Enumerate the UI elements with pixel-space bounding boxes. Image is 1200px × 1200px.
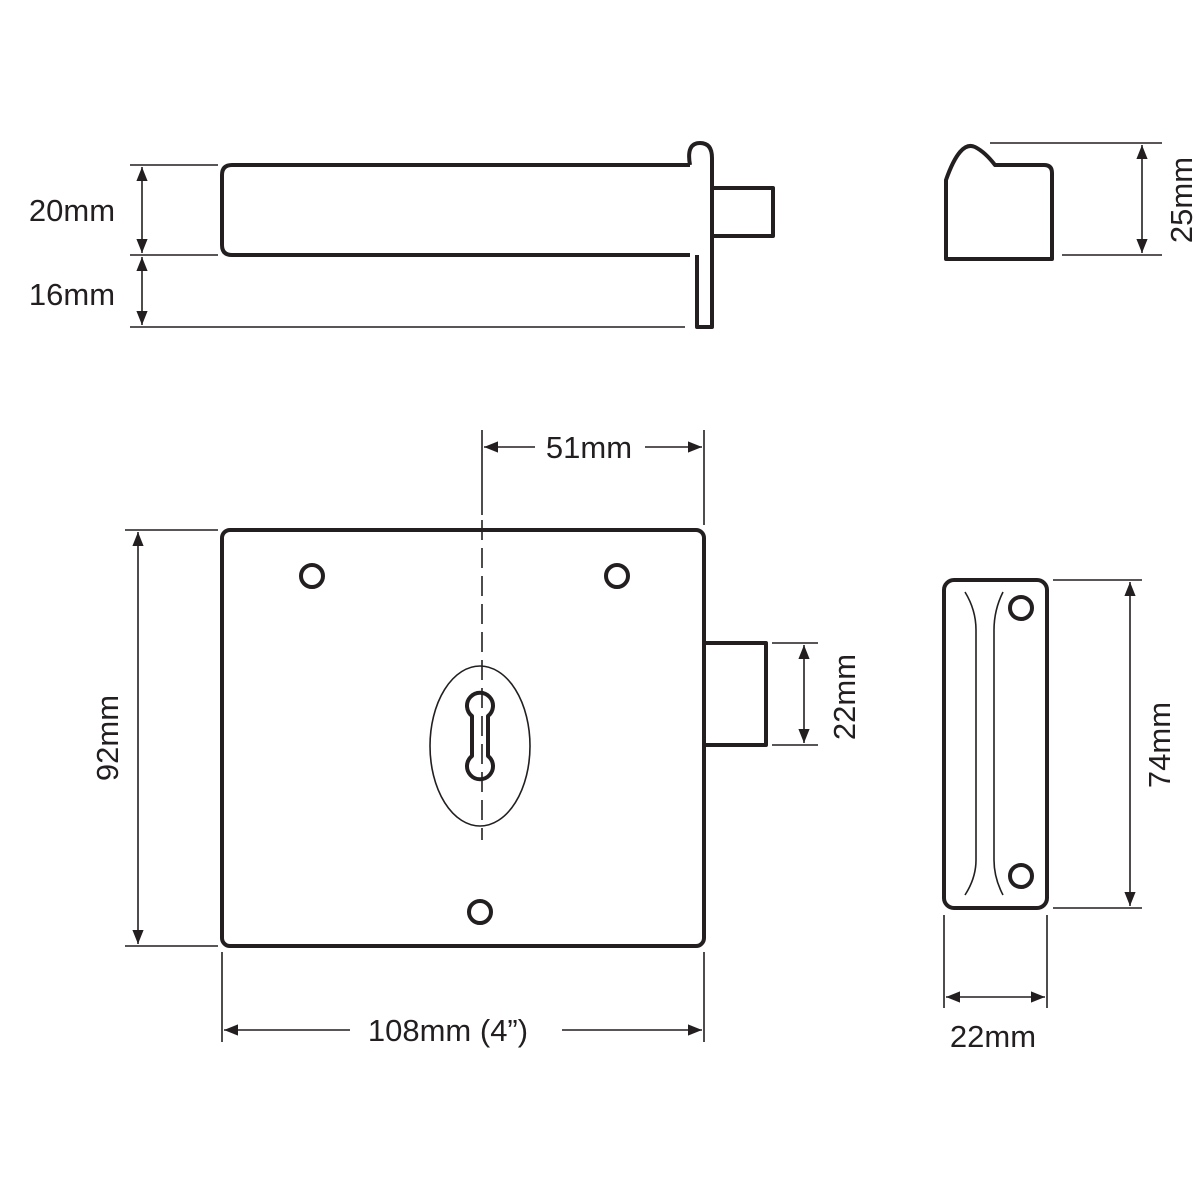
- label-22mm-keep: 22mm: [950, 1019, 1036, 1054]
- label-25mm: 25mm: [1164, 157, 1199, 243]
- lock-side-view: [220, 141, 775, 329]
- screw-hole: [604, 563, 630, 589]
- screw-hole: [1008, 863, 1034, 889]
- dimension-bolt-throw: 22mm: [772, 642, 862, 746]
- label-20mm: 20mm: [29, 193, 115, 228]
- bolt: [702, 641, 768, 747]
- label-51mm: 51mm: [546, 430, 632, 465]
- dimension-centre-to-edge: 51mm: [481, 430, 705, 525]
- screw-hole: [1008, 595, 1034, 621]
- lock-front-view: [220, 520, 768, 948]
- keep-side-view: [944, 143, 1054, 261]
- label-16mm: 16mm: [29, 277, 115, 312]
- dimension-bolt-height: 20mm: [29, 164, 218, 256]
- label-92mm: 92mm: [90, 695, 125, 781]
- dimension-keep-height: 25mm: [990, 142, 1199, 256]
- label-22mm-bolt: 22mm: [827, 654, 862, 740]
- dimension-keep-width: 22mm: [943, 915, 1048, 1054]
- keep-front-view: [942, 578, 1049, 910]
- dimension-flange-offset: 16mm: [29, 257, 685, 328]
- keyhole-escutcheon: [429, 665, 531, 827]
- screw-hole: [467, 899, 493, 925]
- dimension-keep-length: 74mm: [1053, 579, 1177, 909]
- screw-hole: [299, 563, 325, 589]
- dimension-case-height: 92mm: [90, 529, 218, 947]
- label-74mm: 74mm: [1142, 702, 1177, 788]
- label-108mm: 108mm (4”): [368, 1013, 528, 1048]
- dimension-case-width: 108mm (4”): [221, 952, 705, 1048]
